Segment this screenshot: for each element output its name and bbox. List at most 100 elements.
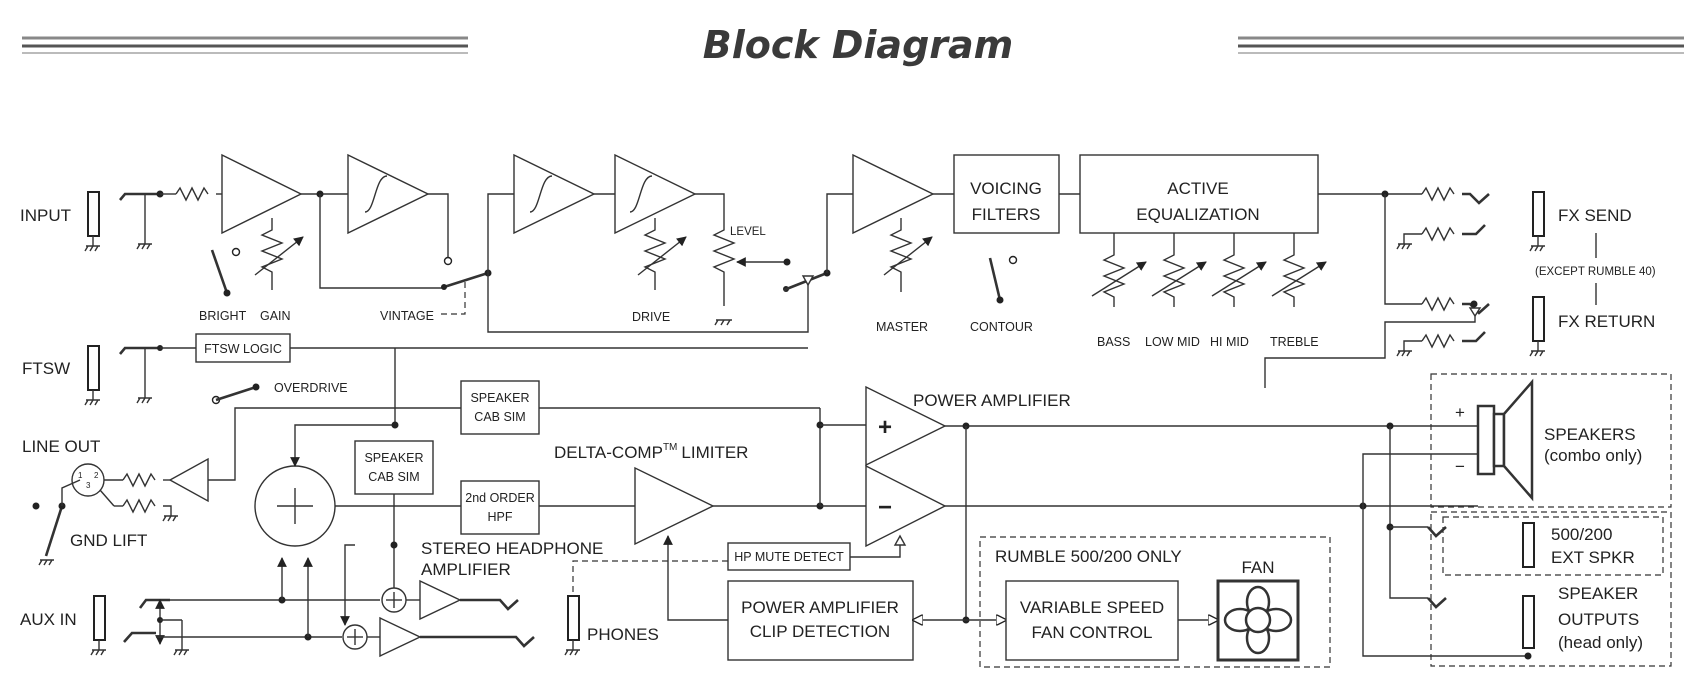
active-eq-block [1079, 154, 1319, 234]
speakers-label-2: (combo only) [1544, 446, 1642, 465]
overdrive-label: OVERDRIVE [274, 381, 348, 395]
clip-detection-block [727, 580, 914, 661]
master-pot[interactable] [889, 218, 913, 292]
bass-label: BASS [1097, 335, 1130, 349]
hpf-label-1: 2nd ORDER [465, 491, 534, 505]
aux-in-jack[interactable] [93, 595, 106, 641]
combo-only-region [1430, 373, 1672, 508]
hp-mute-detect-block [727, 542, 851, 571]
drive-label: DRIVE [632, 310, 670, 324]
voicing-filters-block [953, 154, 1060, 234]
speaker-cab-sim-2-block [354, 440, 434, 495]
header-rule-left [22, 36, 468, 54]
cab-sim-label-1: SPEAKER [470, 391, 529, 405]
drive-stage-1 [513, 153, 596, 235]
treble-label: TREBLE [1270, 335, 1319, 349]
ftsw-jack[interactable] [87, 345, 100, 391]
rumble-only-region [979, 536, 1331, 668]
clip-detect-section: POWER AMPLIFIER CLIP DETECTION [663, 535, 966, 661]
gain-label: GAIN [260, 309, 291, 323]
eq-label-2: EQUALIZATION [1136, 205, 1259, 224]
input-jack[interactable] [87, 191, 100, 237]
ftsw-logic-label: FTSW LOGIC [204, 342, 282, 356]
power-amp-section: + − POWER AMPLIFIER [865, 385, 1478, 624]
bass-pot[interactable] [1091, 233, 1147, 307]
speakers-label-1: SPEAKERS [1544, 425, 1636, 444]
hpf-block [460, 480, 540, 535]
bright-label: BRIGHT [199, 309, 247, 323]
svg-text:3: 3 [86, 481, 91, 490]
treble-pot[interactable] [1271, 233, 1327, 307]
fx-send-jack[interactable] [1532, 191, 1545, 237]
line-out-xlr[interactable] [71, 463, 105, 497]
power-amp-label: POWER AMPLIFIER [913, 391, 1071, 410]
cab-sim2-label-2: CAB SIM [368, 470, 419, 484]
ext-spkr-label-1: 500/200 [1551, 525, 1612, 544]
drive-pot[interactable] [643, 218, 667, 290]
master-label: MASTER [876, 320, 928, 334]
headphone-amp-right [379, 616, 422, 658]
headphone-label-2: AMPLIFIER [421, 560, 511, 579]
hi-mid-pot[interactable] [1211, 233, 1267, 307]
ftsw-label: FTSW [22, 359, 70, 378]
line-out-driver [168, 457, 209, 503]
voicing-label-1: VOICING [970, 179, 1042, 198]
spk-out-label-1: SPEAKER [1558, 584, 1638, 603]
input-label: INPUT [20, 206, 71, 225]
fan-label: FAN [1241, 558, 1274, 577]
fx-return-jack[interactable] [1532, 296, 1545, 342]
hp-mute-section: HP MUTE DETECT [572, 534, 907, 599]
fx-send-label: FX SEND [1558, 206, 1632, 225]
aux-in-label: AUX IN [20, 610, 77, 629]
header: Block Diagram [22, 23, 1684, 67]
hp-mute-label: HP MUTE DETECT [734, 550, 844, 564]
vintage-stage [347, 153, 430, 235]
eq-label-1: ACTIVE [1167, 179, 1228, 198]
level-label: LEVEL [730, 226, 766, 238]
ext-spkr-region [1442, 516, 1664, 576]
fx-return-label: FX RETURN [1558, 312, 1655, 331]
speaker-output-jack[interactable] [1522, 595, 1535, 649]
contour-label: CONTOUR [970, 320, 1033, 334]
power-amp-plus: + [878, 414, 892, 441]
gain-pot[interactable] [260, 218, 284, 290]
phones-jack[interactable] [567, 595, 580, 641]
hi-mid-label: HI MID [1210, 335, 1249, 349]
speaker-plus: + [1455, 403, 1465, 422]
power-amp-minus: − [878, 494, 892, 521]
cab-sim2-label-1: SPEAKER [364, 451, 423, 465]
fan-control-label-1: VARIABLE SPEED [1020, 598, 1164, 617]
page-title: Block Diagram [703, 23, 1014, 67]
power-amp-positive [865, 385, 947, 467]
cab-sim-section: SPEAKER CAB SIM SPEAKER CAB SIM 2nd ORDE… [335, 380, 820, 590]
ext-spkr-label-2: EXT SPKR [1551, 548, 1635, 567]
cab-sim-label-2: CAB SIM [474, 410, 525, 424]
ext-spkr-jack[interactable] [1522, 522, 1535, 568]
speaker-icon [1476, 378, 1534, 502]
clip-label-2: CLIP DETECTION [750, 622, 890, 641]
voicing-label-2: FILTERS [972, 205, 1041, 224]
delta-comp-limiter [634, 466, 715, 546]
master-amp [852, 153, 935, 235]
header-rule-right [1238, 36, 1684, 54]
rumble-heading: RUMBLE 500/200 ONLY [995, 547, 1182, 566]
speaker-section: + − SPEAKERS (combo only) 500/200 EXT SP… [1359, 373, 1672, 667]
preamp-1 [221, 153, 303, 235]
spk-out-label-2: OUTPUTS [1558, 610, 1639, 629]
drive-stage-2 [614, 153, 697, 235]
fx-except-note: (EXCEPT RUMBLE 40) [1535, 266, 1656, 278]
clip-label-1: POWER AMPLIFIER [741, 598, 899, 617]
level-pot[interactable] [695, 193, 736, 306]
power-amp-negative [865, 464, 947, 548]
speaker-minus: − [1455, 457, 1465, 476]
line-out-section: LINE OUT 1 3 2 GND LIFT [22, 348, 461, 566]
headphone-label-1: STEREO HEADPHONE [421, 539, 603, 558]
headphone-amp-left [419, 579, 462, 621]
low-mid-pot[interactable] [1151, 233, 1207, 307]
spk-out-label-3: (head only) [1558, 633, 1643, 652]
svg-text:2: 2 [94, 471, 99, 480]
rumble-fan-section: RUMBLE 500/200 ONLY VARIABLE SPEED FAN C… [966, 536, 1331, 668]
gnd-lift-label: GND LIFT [70, 531, 147, 550]
